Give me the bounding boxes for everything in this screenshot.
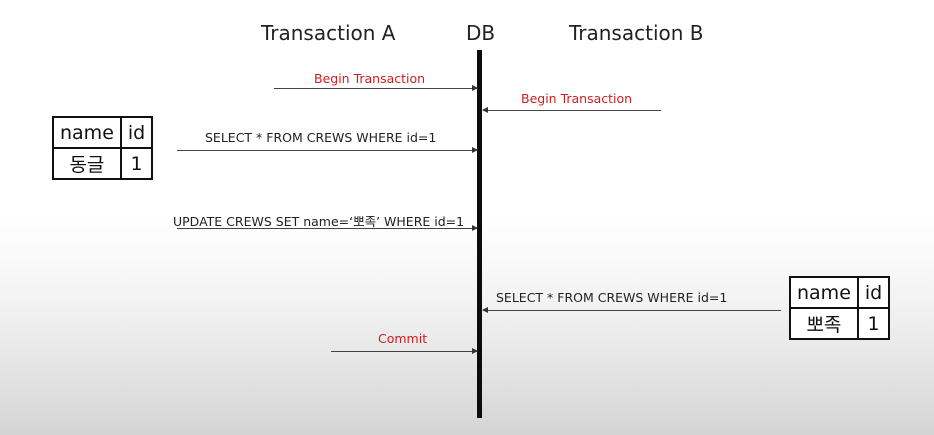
cell-id: 1	[119, 147, 154, 180]
b-begin-transaction-arrow	[482, 107, 661, 113]
b-begin-transaction-label: Begin Transaction	[521, 91, 633, 106]
db-lifeline	[477, 50, 482, 418]
transaction-a-title: Transaction A	[261, 21, 396, 45]
b-select-label: SELECT * FROM CREWS WHERE id=1	[496, 290, 728, 305]
transaction-b-title: Transaction B	[569, 21, 704, 45]
a-begin-transaction-label: Begin Transaction	[314, 71, 426, 86]
table-header-row: name id	[52, 116, 154, 149]
a-update-label: UPDATE CREWS SET name=‘뽀족’ WHERE id=1	[173, 214, 465, 229]
a-select-arrow	[177, 147, 478, 153]
b-select-arrow	[482, 307, 781, 313]
cell-id: 1	[856, 307, 891, 340]
header-id: id	[119, 116, 154, 149]
a-commit-arrow	[331, 348, 478, 354]
cell-name: 뽀족	[789, 307, 859, 340]
table-row: 동글 1	[52, 147, 154, 180]
db-title: DB	[466, 21, 496, 45]
header-name: name	[789, 276, 859, 309]
a-commit-label: Commit	[378, 331, 428, 346]
table-row: 뽀족 1	[789, 307, 891, 340]
header-id: id	[856, 276, 891, 309]
result-table-b: name id 뽀족 1	[789, 276, 891, 340]
table-header-row: name id	[789, 276, 891, 309]
a-select-label: SELECT * FROM CREWS WHERE id=1	[205, 130, 437, 145]
cell-name: 동글	[52, 147, 122, 180]
a-begin-transaction-arrow	[274, 85, 478, 91]
a-update-arrow	[177, 225, 478, 231]
result-table-a: name id 동글 1	[52, 116, 154, 180]
header-name: name	[52, 116, 122, 149]
